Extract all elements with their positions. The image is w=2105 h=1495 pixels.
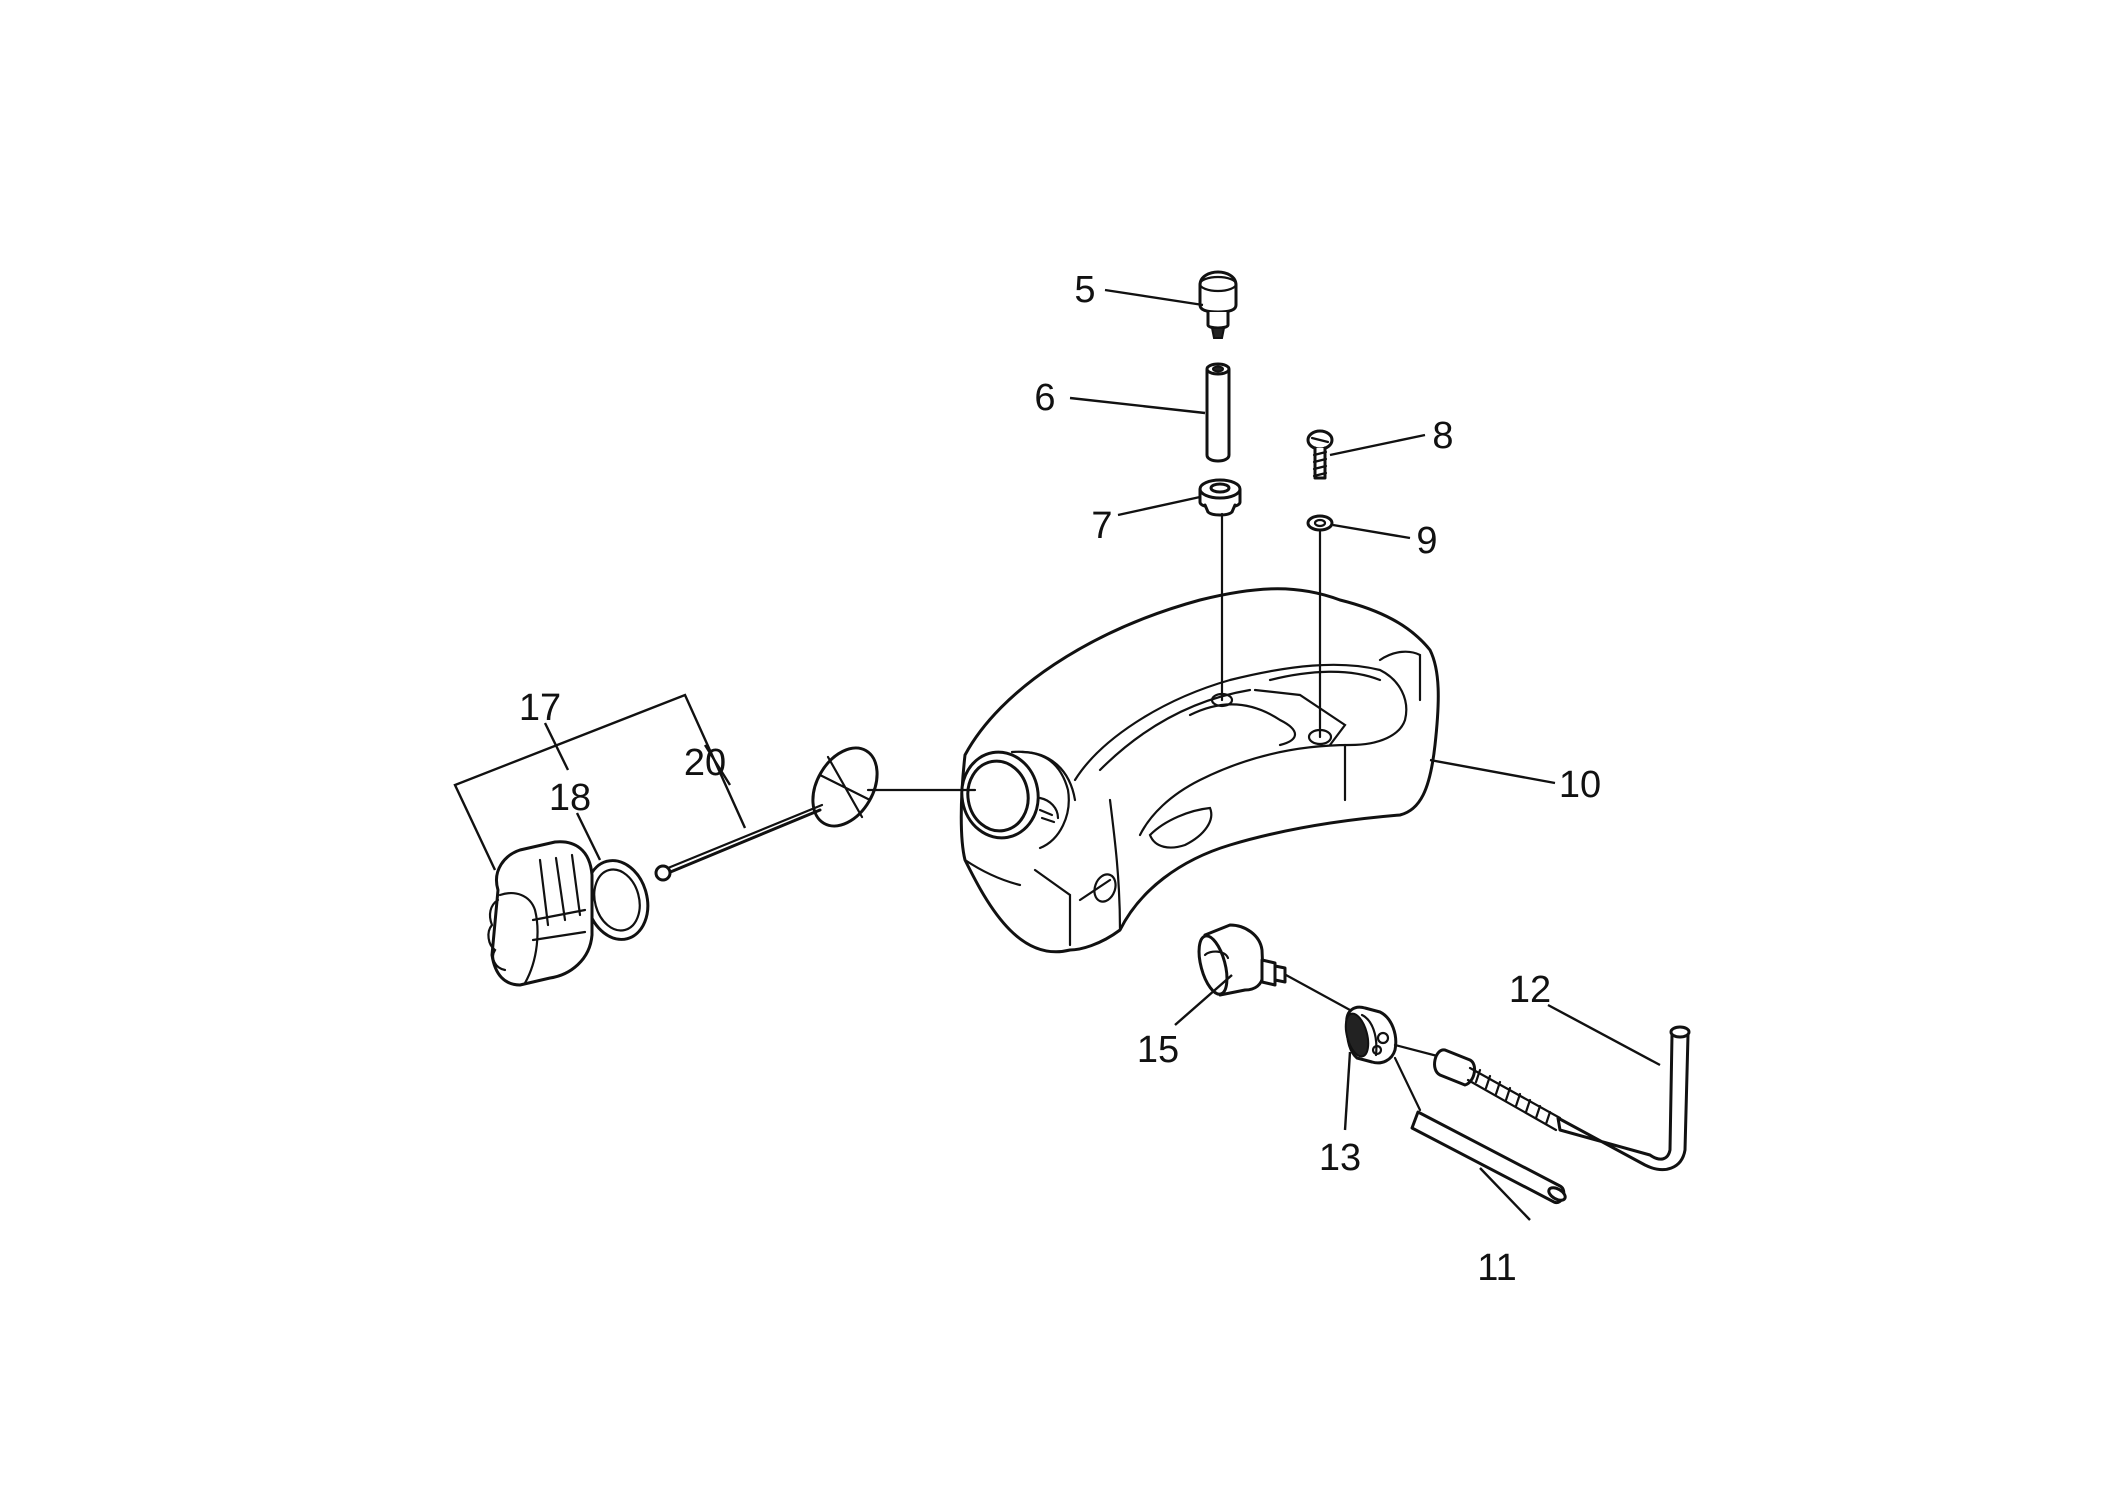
callout-8: 8 [1432,415,1453,457]
callout-6: 6 [1034,377,1055,419]
callout-labels: 5 6 7 8 9 10 11 12 13 15 17 18 20 [519,269,1601,1289]
part-13-line-grommet [1344,1005,1447,1065]
part-12-fuel-line-bent [1433,1025,1691,1171]
callout-9: 9 [1416,520,1437,562]
callout-18: 18 [549,777,591,819]
callout-13: 13 [1319,1137,1361,1179]
callout-11: 11 [1477,1247,1516,1289]
part-7-grommet [1198,478,1242,517]
part-20-filler-strainer [654,746,977,882]
part-5-vent-cap [1198,270,1238,339]
callout-12: 12 [1509,969,1551,1011]
callout-5: 5 [1074,269,1095,311]
fuel-tank [959,587,1440,954]
part-6-tube [1205,362,1231,463]
callout-15: 15 [1137,1029,1179,1071]
part-9-washer [1306,514,1334,532]
callout-7: 7 [1091,505,1112,547]
part-15-fuel-filter [1197,923,1352,1012]
part-11-fuel-line [1393,1056,1567,1205]
part-8-screw [1306,429,1334,480]
part-17-fuel-cap [487,840,594,987]
callout-10: 10 [1559,764,1601,806]
callout-20: 20 [684,742,726,784]
callout-17: 17 [519,687,561,729]
leader-lines [453,288,1661,1221]
